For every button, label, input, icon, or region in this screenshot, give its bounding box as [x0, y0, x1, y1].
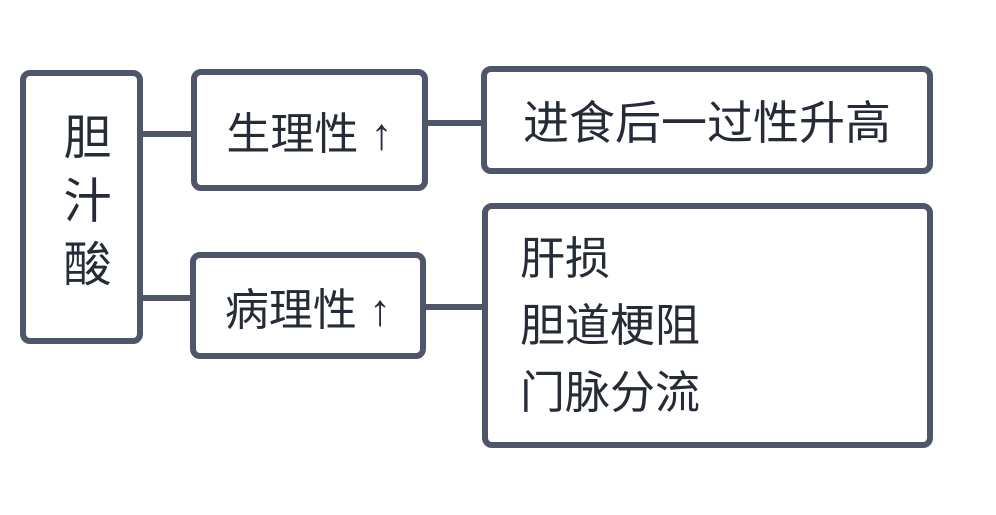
pathological-result-line-portal-shunt: 门脉分流	[520, 367, 701, 418]
node-pathological-increase-label: 病理性 ↑	[224, 285, 392, 335]
connector-pathological-to-result	[421, 304, 487, 310]
node-pathological-increase: 病理性 ↑	[190, 252, 426, 359]
pathological-result-line-biliary-obstruction: 胆道梗阻	[520, 300, 701, 351]
node-bile-acid: 胆汁酸	[20, 70, 143, 344]
node-physiological-result: 进食后一过性升高	[481, 66, 933, 174]
connector-root-to-pathological	[138, 295, 195, 301]
pathological-result-line-liver-damage: 肝损	[520, 233, 611, 284]
pathological-result-lines: 肝损 胆道梗阻 门脉分流	[488, 225, 700, 426]
connector-physiological-to-result	[424, 120, 486, 126]
node-physiological-increase: 生理性 ↑	[191, 69, 428, 191]
node-physiological-result-label: 进食后一过性升高	[523, 97, 891, 149]
node-bile-acid-label: 胆汁酸	[55, 111, 109, 303]
node-physiological-increase-label: 生理性 ↑	[226, 110, 393, 159]
connector-root-to-physiological	[138, 131, 196, 137]
node-pathological-result: 肝损 胆道梗阻 门脉分流	[482, 203, 933, 448]
